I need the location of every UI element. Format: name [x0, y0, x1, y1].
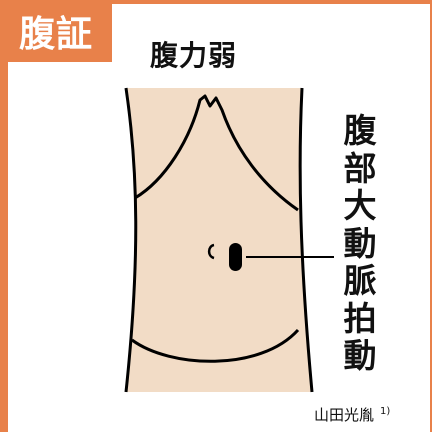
label-char: 拍 [343, 298, 377, 338]
label-char: 部 [343, 148, 377, 188]
pulse-label: 腹 部 大 動 脈 拍 動 [340, 112, 380, 375]
frame-border-left [0, 0, 8, 432]
section-tag: 腹証 [0, 0, 112, 62]
label-char: 動 [343, 336, 377, 375]
torso-left-edge [124, 87, 138, 393]
source-credit: 山田光胤 1) [314, 404, 390, 425]
credit-ref: 1) [380, 406, 391, 417]
diagram-title: 腹力弱 [150, 39, 238, 72]
ribcage-outline [134, 94, 299, 212]
frame-border-top [0, 0, 432, 4]
credit-name: 山田光胤 [314, 406, 375, 424]
frame-border-right [430, 0, 432, 432]
torso-right-edge [298, 87, 314, 393]
navel-mark [207, 243, 215, 260]
label-char: 腹 [343, 111, 377, 150]
pelvis-outline [131, 328, 300, 363]
label-char: 動 [343, 223, 377, 263]
aortic-pulse-marker [229, 243, 242, 271]
torso-body [126, 88, 312, 392]
label-char: 大 [343, 186, 377, 225]
label-char: 脈 [343, 261, 377, 300]
